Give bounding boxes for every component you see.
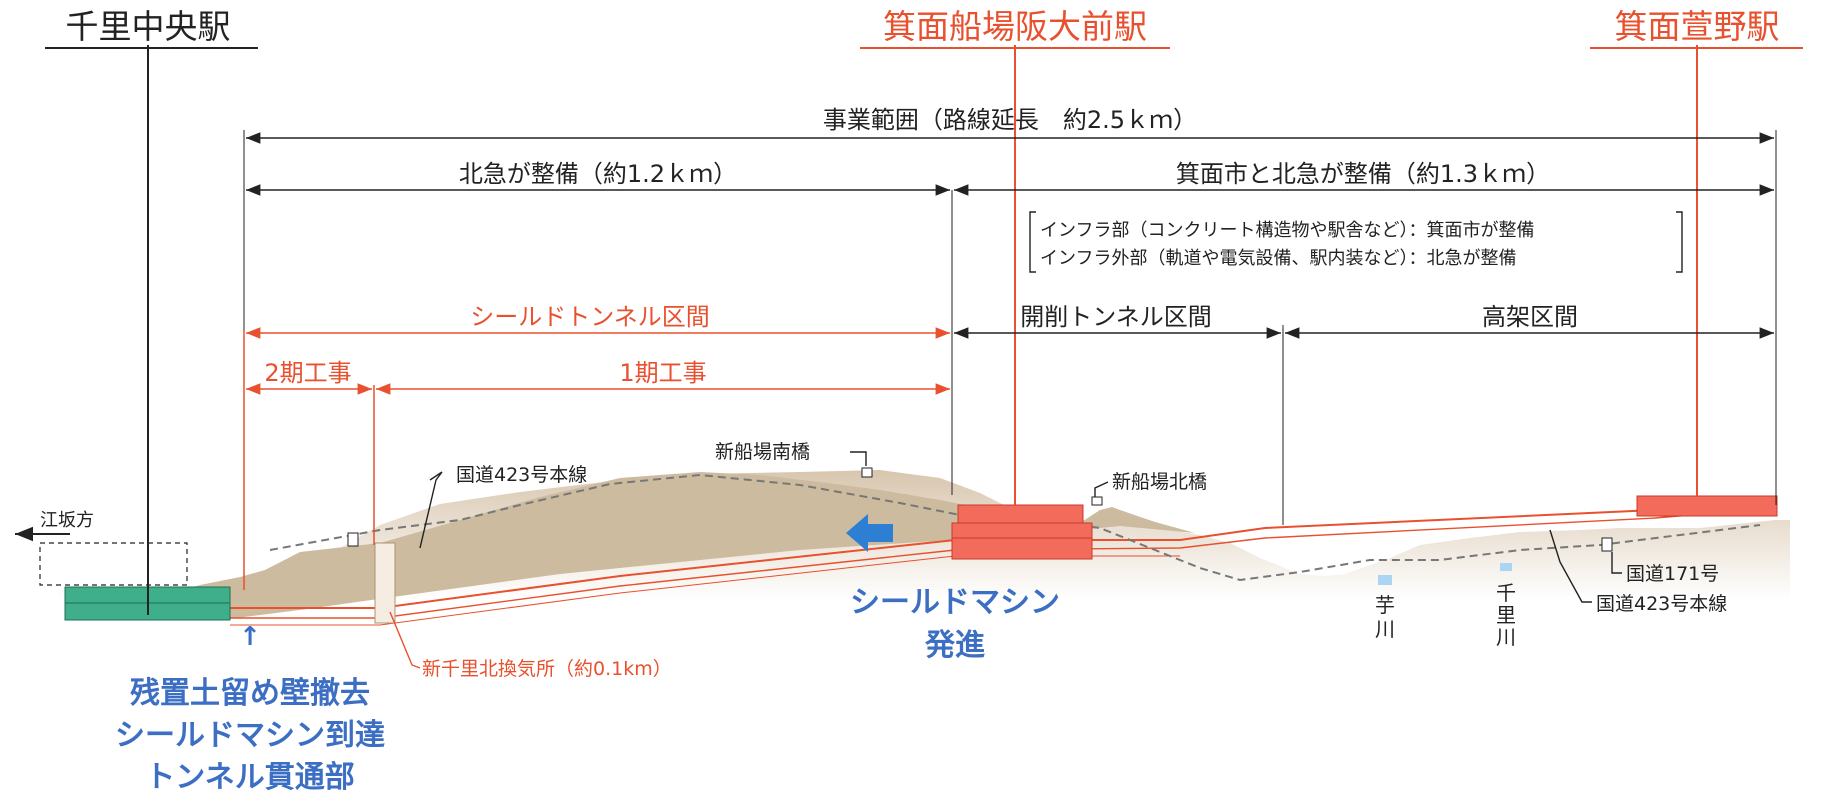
left-callout-2: シールドマシン到達 [115, 718, 385, 753]
route423-left-label: 国道423号本線 [456, 464, 587, 486]
shield-direction-arrow [846, 514, 893, 552]
mino-semba-platform [951, 522, 1093, 560]
shared-section-label: 箕面市と北急が整備（約1.3ｋｍ） [1176, 160, 1550, 188]
vent-shaft [374, 542, 396, 624]
senrigawa-river [1500, 563, 1512, 571]
embankment [182, 472, 1195, 620]
note-line-1: インフラ部（コンクリート構造物や駅舎など）：箕面市が整備 [1040, 220, 1534, 241]
cut-cover-label: 開削トンネル区間 [1020, 303, 1212, 331]
senrigawa-label: 千里川 [1496, 581, 1516, 649]
route423-right-label: 国道423号本線 [1596, 593, 1727, 615]
dashed-box [39, 542, 188, 586]
phase1-label: 1期工事 [619, 359, 706, 387]
project-range-label: 事業範囲（路線延長 約2.5ｋｍ） [823, 106, 1197, 134]
north-bridge-label: 新船場北橋 [1112, 471, 1207, 493]
left-callout-3: トンネル貫通部 [145, 760, 354, 795]
note-line-2: インフラ外部（軌道や電気設備、駅内装など）：北急が整備 [1040, 248, 1516, 269]
esaka-label: 江坂方 [40, 510, 94, 531]
vent-label: 新千里北換気所（約0.1km） [422, 658, 672, 680]
south-bridge-label: 新船場南橋 [715, 441, 810, 463]
mino-kayano-station: 箕面萱野駅 [1615, 7, 1780, 46]
imogawa-river [1378, 575, 1392, 585]
mino-kayano-platform [1636, 495, 1778, 517]
svg-text:千里川: 千里川 [1496, 581, 1516, 649]
imogawa-label: 芋川 [1375, 593, 1395, 641]
route171-label: 国道171号 [1626, 563, 1719, 585]
hokkyu-section-label: 北急が整備（約1.2ｋｍ） [459, 160, 737, 188]
shield-start-label-2: 発進 [924, 628, 985, 663]
mino-semba-platform-top [957, 504, 1084, 524]
elevated-label: 高架区間 [1482, 303, 1578, 331]
up-arrow: ↑ [239, 622, 261, 652]
phase2-label: 2期工事 [264, 359, 351, 387]
mino-semba-station: 箕面船場阪大前駅 [883, 7, 1147, 46]
shield-tunnel-label: シールドトンネル区間 [470, 303, 710, 331]
svg-text:芋川: 芋川 [1375, 593, 1395, 641]
shield-start-label-1: シールドマシン [850, 585, 1060, 620]
left-callout-1: 残置土留め壁撤去 [130, 676, 370, 711]
senri-chuo-station: 千里中央駅 [66, 7, 231, 46]
